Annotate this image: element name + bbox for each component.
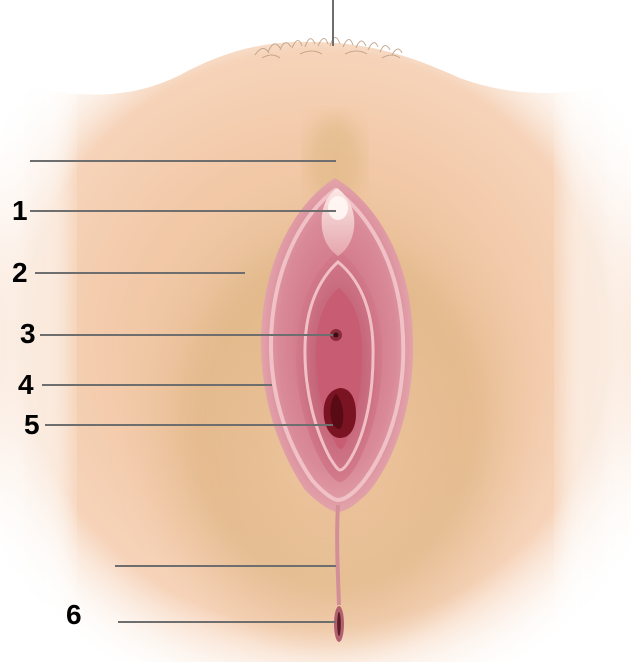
label-6: 6 [66, 601, 82, 629]
label-5: 5 [24, 411, 40, 439]
label-1: 1 [12, 197, 28, 225]
perineum [337, 505, 339, 605]
label-4: 4 [18, 371, 34, 399]
label-2: 2 [12, 259, 28, 287]
label-3: 3 [20, 320, 36, 348]
